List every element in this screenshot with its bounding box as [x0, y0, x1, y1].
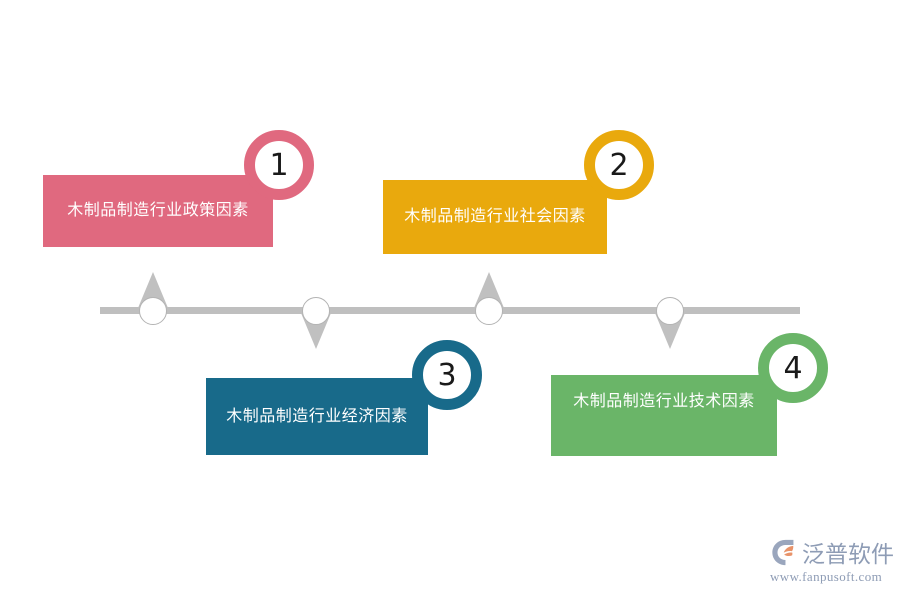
- step-badge-4[interactable]: 4: [758, 333, 828, 403]
- fanpu-logo-icon: [772, 539, 794, 566]
- factor-label-technology: 木制品制造行业技术因素: [573, 393, 755, 410]
- watermark-url-text: www.fanpusoft.com: [770, 569, 883, 584]
- timeline-node-4[interactable]: [656, 297, 684, 325]
- factor-box-policy[interactable]: 木制品制造行业政策因素: [43, 175, 273, 247]
- step-badge-3-number: 3: [437, 357, 457, 393]
- timeline-node-2[interactable]: [302, 297, 330, 325]
- timeline-axis: [100, 307, 800, 314]
- watermark-logo: 泛普软件 www.fanpusoft.com: [770, 536, 894, 586]
- watermark-brand-row: 泛普软件: [770, 536, 894, 568]
- step-badge-1-number: 1: [269, 147, 289, 183]
- step-badge-1[interactable]: 1: [244, 130, 314, 200]
- factor-box-technology[interactable]: 木制品制造行业技术因素: [551, 375, 777, 456]
- factor-box-economic[interactable]: 木制品制造行业经济因素: [206, 378, 428, 455]
- step-badge-2-number: 2: [609, 147, 629, 183]
- watermark-brand-text: 泛普软件: [802, 541, 894, 567]
- factor-label-social: 木制品制造行业社会因素: [404, 208, 586, 225]
- factor-box-social[interactable]: 木制品制造行业社会因素: [383, 180, 607, 254]
- step-badge-4-number: 4: [783, 350, 803, 386]
- step-badge-2[interactable]: 2: [584, 130, 654, 200]
- step-badge-3[interactable]: 3: [412, 340, 482, 410]
- factor-label-policy: 木制品制造行业政策因素: [67, 202, 249, 219]
- timeline-node-1[interactable]: [139, 297, 167, 325]
- timeline-node-3[interactable]: [475, 297, 503, 325]
- factor-label-economic: 木制品制造行业经济因素: [226, 407, 408, 425]
